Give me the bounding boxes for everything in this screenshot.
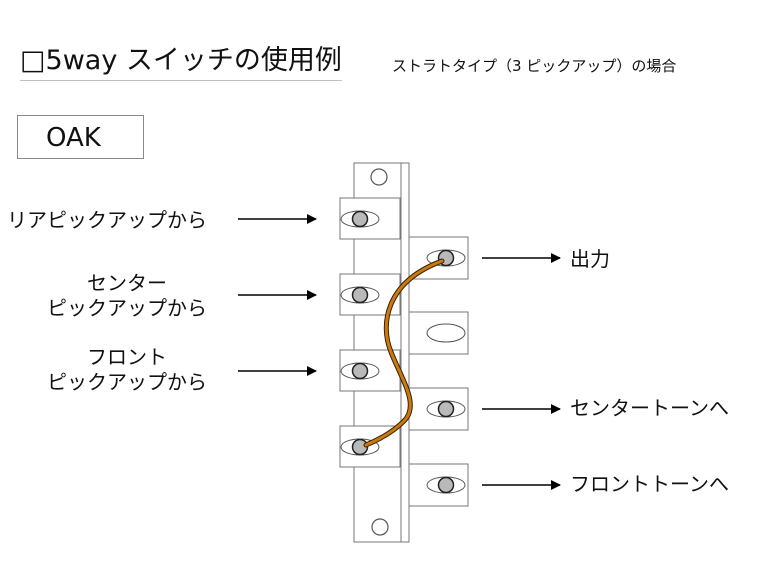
front-pickup-label-line2: ピックアップから [47, 370, 207, 394]
center-pickup-label-line2: ピックアップから [47, 296, 207, 320]
switch-body-right [400, 162, 410, 543]
terminal-rear-input [339, 197, 401, 240]
mount-hole-bottom [371, 518, 389, 536]
front-pickup-label-line1: フロント [87, 345, 167, 369]
brand-label: OAK [46, 123, 101, 153]
terminal-front-input [339, 349, 401, 392]
terminal-center-tone [408, 387, 469, 431]
page-subtitle: ストラトタイプ（3 ピックアップ）の場合 [392, 57, 677, 75]
center-tone-label: センタートーンへ [570, 396, 729, 420]
front-pickup-label: フロント ピックアップから [22, 345, 232, 395]
terminal-front-tone [408, 463, 469, 507]
front-tone-label: フロントトーンへ [570, 472, 729, 496]
page-title: □5way スイッチの使用例 [20, 44, 342, 81]
terminal-unused [408, 311, 469, 355]
brand-label-box: OAK [17, 115, 144, 159]
center-pickup-label-line1: センター [87, 271, 167, 295]
rear-pickup-label: リアピックアップから [7, 208, 207, 232]
terminal-common-left [339, 425, 401, 468]
jumper-wire [363, 258, 445, 448]
mount-hole-top [370, 168, 388, 186]
output-label: 出力 [570, 247, 610, 271]
center-pickup-label: センター ピックアップから [22, 271, 232, 321]
